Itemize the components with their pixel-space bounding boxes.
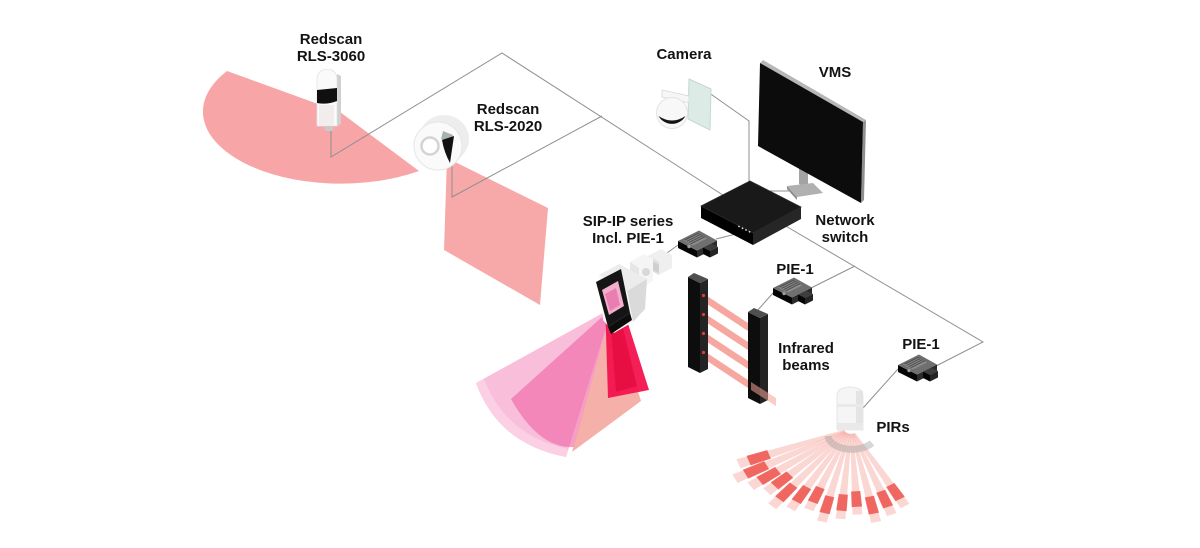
label-pirs: PIRs <box>876 419 909 436</box>
pir-beam-ray <box>791 485 812 504</box>
infrared-beams-rays <box>701 292 751 390</box>
label-pie1-mid: PIE-1 <box>776 261 814 278</box>
label-network-line1: Network <box>815 212 875 229</box>
pir-beam-ray <box>819 495 835 515</box>
pir-beam-ray <box>756 467 781 485</box>
pir-beam-ray <box>876 489 894 509</box>
label-sipip-line2: Incl. PIE-1 <box>592 230 664 247</box>
label-infrared-line1: Infrared <box>778 340 834 357</box>
rls-3060-detection-area <box>202 71 419 184</box>
pir-beam-ray <box>746 450 771 466</box>
vms-monitor <box>758 60 866 203</box>
pir-beam-ray <box>770 471 794 490</box>
infrared-beam-posts <box>688 273 776 406</box>
wire-branch-to-pie1-mid <box>810 265 856 289</box>
label-rls3060-line1: Redscan <box>300 31 363 48</box>
wire-camera-to-switch <box>704 89 750 192</box>
wire-rls3060-to-switch <box>330 52 730 200</box>
wire-switch-to-right-chain <box>766 214 985 367</box>
sip-ip-camera-device <box>596 249 672 334</box>
labels: Redscan RLS-3060 Camera VMS Redscan RLS-… <box>297 31 940 436</box>
pirs-sensor <box>824 386 875 453</box>
wire-rls2020-to-switch <box>451 115 603 198</box>
wire-pie1-mid-to-irpost <box>756 292 774 312</box>
label-network-line2: switch <box>822 229 869 246</box>
pie1-module-1 <box>677 229 719 259</box>
switch-led-lights <box>738 225 751 233</box>
label-camera: Camera <box>656 46 712 63</box>
camera-device <box>656 78 712 131</box>
pir-beam-ray <box>864 495 879 515</box>
pir-beam-ray <box>742 461 770 479</box>
label-rls2020-line1: Redscan <box>477 101 540 118</box>
label-rls2020-line2: RLS-2020 <box>474 118 542 135</box>
pie1-module-2 <box>772 276 814 306</box>
rls-2020-device <box>413 115 469 171</box>
wire-pie1-right-to-pirs <box>862 368 899 409</box>
network-wires <box>330 52 985 409</box>
label-pie1-right: PIE-1 <box>902 336 940 353</box>
pir-beam-ray <box>807 486 825 504</box>
pir-beam-ray <box>851 491 863 508</box>
label-vms: VMS <box>819 64 852 81</box>
pir-beams <box>732 429 910 523</box>
network-switch-device <box>700 180 802 245</box>
label-infrared-line2: beams <box>782 357 830 374</box>
label-sipip-line1: SIP-IP series <box>583 213 674 230</box>
pir-beam-ray <box>775 482 798 503</box>
rls-3060-device <box>316 69 341 131</box>
pir-beam-ray <box>836 494 848 512</box>
pie1-module-3 <box>897 353 939 383</box>
pir-beam-ray <box>886 483 905 502</box>
rls-2020-detection-plane <box>444 158 548 305</box>
label-rls3060-line2: RLS-3060 <box>297 48 365 65</box>
